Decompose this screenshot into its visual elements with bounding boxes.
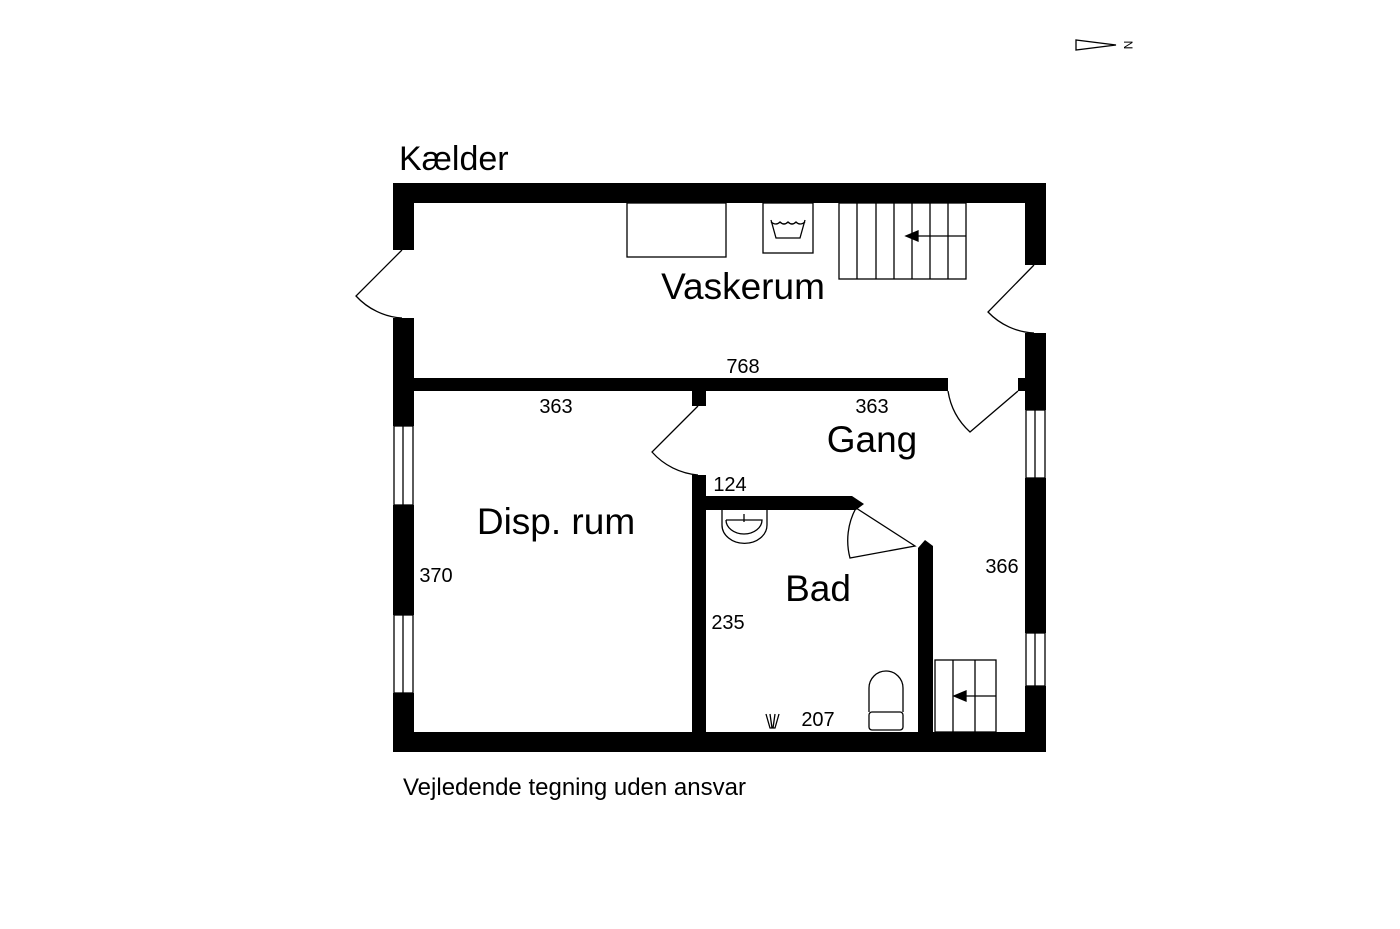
room-label-disp-rum: Disp. rum bbox=[477, 501, 635, 542]
windows bbox=[393, 409, 1046, 694]
sink-icon bbox=[721, 510, 768, 545]
disclaimer: Vejledende tegning uden ansvar bbox=[403, 774, 746, 801]
stairs-icon bbox=[838, 202, 967, 280]
north-label: N bbox=[1121, 41, 1135, 50]
floor-title: Kælder bbox=[399, 140, 509, 178]
doors bbox=[355, 249, 1035, 559]
fixtures bbox=[626, 202, 997, 733]
outer-walls bbox=[393, 183, 1046, 752]
room-label-vaskerum: Vaskerum bbox=[661, 266, 825, 307]
toilet-icon bbox=[868, 670, 904, 731]
dimension-label: 363 bbox=[855, 396, 888, 418]
dimension-label: 235 bbox=[711, 612, 744, 634]
dimension-label: 768 bbox=[726, 356, 759, 378]
dimension-label: 207 bbox=[801, 709, 834, 731]
interior-walls bbox=[414, 378, 1025, 732]
dimension-label: 363 bbox=[539, 396, 572, 418]
dimension-label: 124 bbox=[713, 474, 746, 496]
floor-drain-icon bbox=[765, 713, 780, 729]
dimension-label: 370 bbox=[419, 565, 452, 587]
washbasin-icon bbox=[762, 202, 814, 254]
room-label-bad: Bad bbox=[785, 568, 851, 609]
north-arrow-icon: N bbox=[1075, 39, 1135, 51]
stairs-small-icon bbox=[934, 659, 997, 733]
counter-icon bbox=[626, 202, 727, 258]
room-label-gang: Gang bbox=[827, 419, 918, 460]
dimension-label: 366 bbox=[985, 556, 1018, 578]
